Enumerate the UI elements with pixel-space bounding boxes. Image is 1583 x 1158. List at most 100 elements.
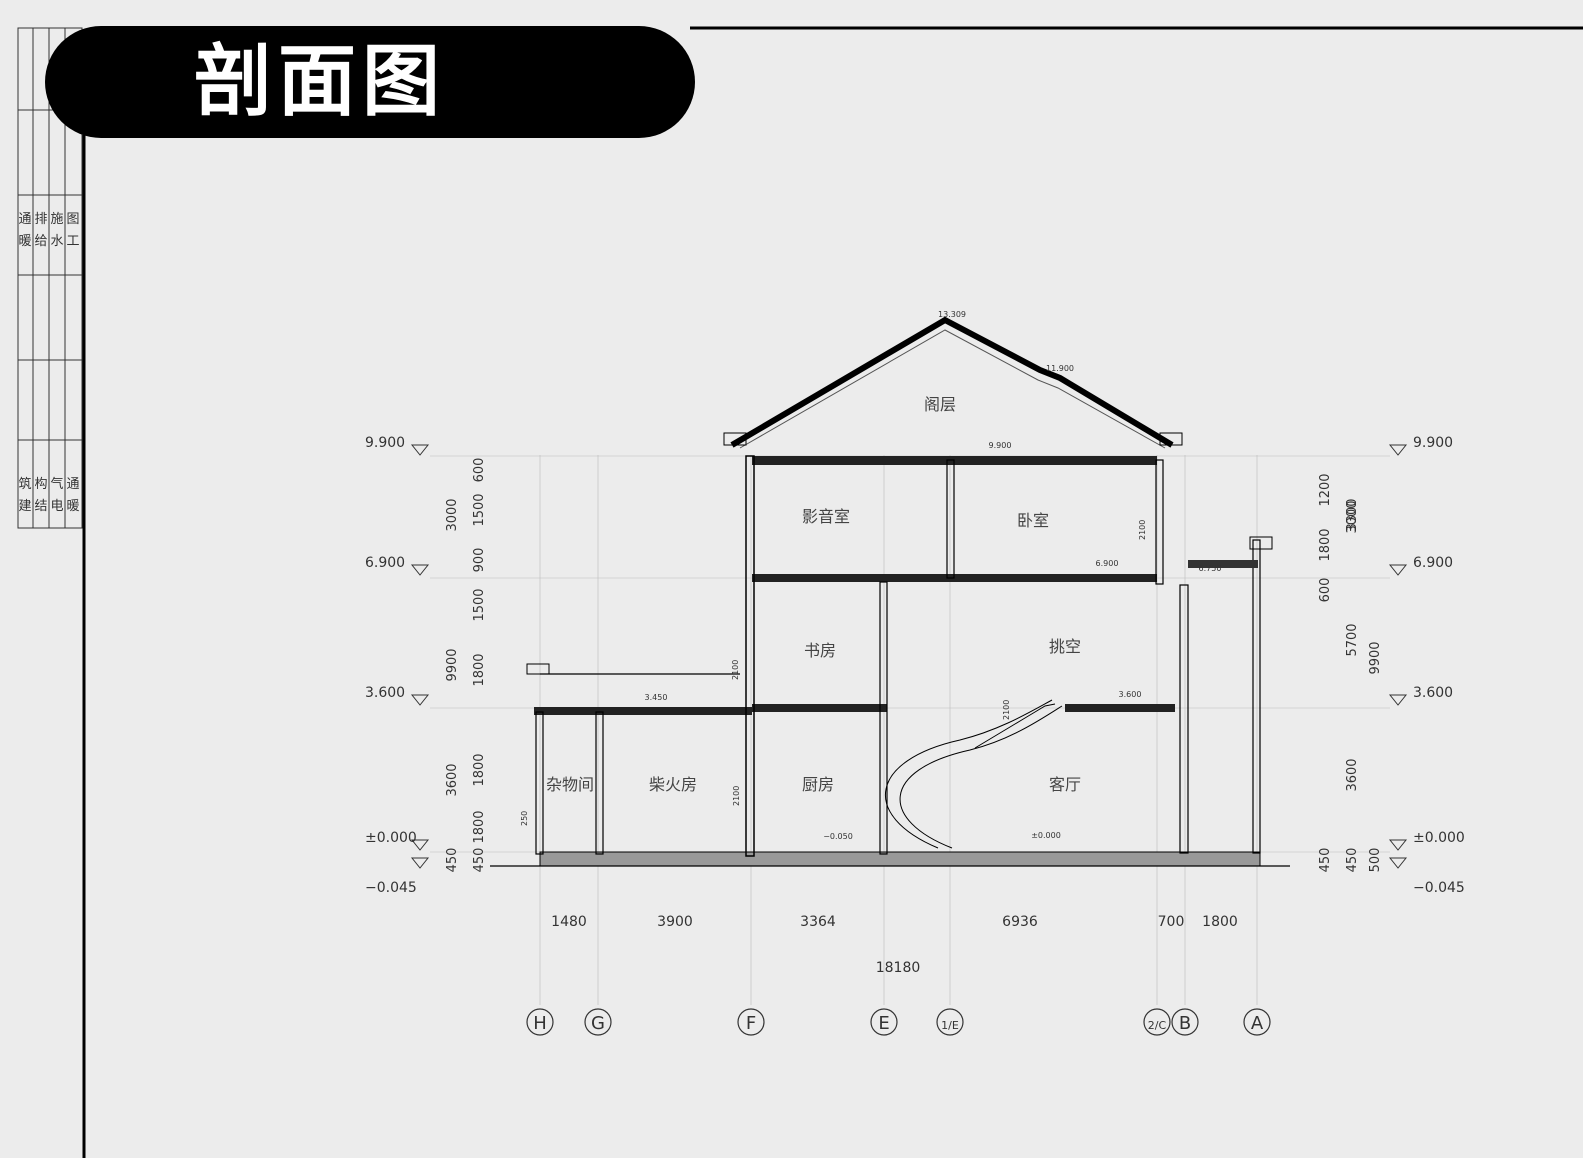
level-marks: 9.900 9.900 6.900 6.900 3.600 3.600 ±0.000 ±0.0… <box>365 435 1465 896</box>
span-label: 1480 <box>551 914 587 930</box>
level-triangle <box>1388 857 1408 869</box>
span-label: 3900 <box>657 914 693 930</box>
axis-label: A <box>1251 1013 1264 1034</box>
level-label-right: 6.900 <box>1413 555 1453 571</box>
level-triangle <box>410 444 430 456</box>
dim-right-extra: 600 <box>1318 578 1333 603</box>
side-label-char: 筑 <box>18 476 31 492</box>
room-label: 影音室 <box>802 507 850 526</box>
dim-right-inner: 450 <box>1345 848 1360 873</box>
axis-label: E <box>878 1013 889 1034</box>
dim-left-inner: 900 <box>472 548 487 573</box>
room-label: 阁层 <box>924 395 956 414</box>
level-label-left: 9.900 <box>365 435 405 451</box>
window-mark: 2100 <box>1138 520 1147 540</box>
axis-bubble <box>870 1008 898 1036</box>
wall-B <box>1179 584 1189 854</box>
level-label-left: 6.900 <box>365 555 405 571</box>
elevation-mark: −0.050 <box>823 832 853 841</box>
level-label-right: 3.600 <box>1413 685 1453 701</box>
side-label-char: 结 <box>34 499 47 514</box>
elevation-mark: 9.900 <box>989 441 1012 450</box>
elevation-mark: 6.900 <box>1096 559 1119 568</box>
window-mark: 2100 <box>732 786 741 806</box>
ground-slab <box>539 851 1261 867</box>
axis-bubble <box>526 1008 554 1036</box>
dim-right-outer: 9900 <box>1368 641 1383 674</box>
room-labels: 阁层影音室卧室书房挑空杂物间柴火房厨房客厅 <box>546 395 1081 794</box>
wall-1E <box>946 459 955 579</box>
side-label-char: 气 <box>50 476 63 492</box>
room-label: 厨房 <box>802 775 834 794</box>
level-triangle <box>1388 564 1408 576</box>
axis-label: 1/E <box>941 1019 959 1032</box>
span-label: 1800 <box>1202 914 1238 930</box>
dim-left-inner: 1800 <box>472 810 487 843</box>
span-label: 700 <box>1158 914 1185 930</box>
level-label-right: 9.900 <box>1413 435 1453 451</box>
level-triangle <box>1388 444 1408 456</box>
side-label-char: 工 <box>66 234 79 249</box>
dim-right-outer: 500 <box>1368 848 1383 873</box>
room-label: 挑空 <box>1049 637 1081 656</box>
dim-left-outer: 3000 <box>445 498 460 531</box>
side-label-char: 通 <box>18 212 31 227</box>
axis-bubble <box>584 1008 612 1036</box>
side-label-char: 水 <box>50 234 63 249</box>
side-label-char: 暖 <box>66 499 79 514</box>
level-triangle <box>1388 694 1408 706</box>
dim-left-inner: 1800 <box>472 653 487 686</box>
dim-right-inner: 3000 <box>1345 500 1360 533</box>
axis-bubble <box>1243 1008 1271 1036</box>
dim-left-inner: 1800 <box>472 753 487 786</box>
level-triangle <box>410 694 430 706</box>
axis-label: G <box>591 1013 605 1034</box>
elevation-mark: 11.900 <box>1046 364 1074 373</box>
elevation-mark: 3.600 <box>1119 690 1142 699</box>
elevation-mark: 3.450 <box>645 693 668 702</box>
building-section <box>490 316 1290 867</box>
dim-left-inner: 1500 <box>472 588 487 621</box>
level-label-right: ±0.000 <box>1413 830 1465 846</box>
slab-3600-mid <box>752 704 887 712</box>
elevation-mark: ±0.000 <box>1031 831 1061 840</box>
side-label-char: 电 <box>50 499 63 514</box>
dimensions: 450 3600 9900 3000 450 1800 1800 1800 1500 900 150… <box>445 458 1383 976</box>
room-label: 柴火房 <box>649 775 697 794</box>
dim-right-extra: 1200 <box>1318 473 1333 506</box>
axis-label: F <box>746 1013 756 1034</box>
total-span-label: 18180 <box>876 960 921 976</box>
wall-G <box>595 711 604 855</box>
roof-outline <box>730 316 1174 448</box>
wall-A <box>1252 539 1261 854</box>
level-triangle <box>410 564 430 576</box>
side-label-char: 图 <box>66 212 79 227</box>
dim-right-inner: 3600 <box>1345 758 1360 791</box>
room-label: 杂物间 <box>546 775 594 794</box>
axis-bubble <box>936 1008 964 1036</box>
dim-left-inner: 1500 <box>472 493 487 526</box>
side-label-char: 建 <box>18 499 31 514</box>
side-label-char: 通 <box>66 477 79 492</box>
dim-right-inner: 3300 <box>1345 498 1360 531</box>
axis-label: 2/C <box>1148 1019 1167 1032</box>
dim-right-extra: 450 <box>1318 848 1333 873</box>
level-label-left: −0.045 <box>365 880 417 896</box>
room-label: 客厅 <box>1049 775 1081 794</box>
dim-right-inner: 5700 <box>1345 623 1360 656</box>
wall-E <box>879 581 888 855</box>
elevation-mark: 13.309 <box>938 310 966 319</box>
dim-left-outer: 3600 <box>445 763 460 796</box>
side-label-char: 构 <box>34 477 47 492</box>
side-label-char: 暖 <box>18 234 31 249</box>
room-label: 卧室 <box>1017 511 1049 530</box>
slab-3600-left <box>534 707 752 715</box>
level-triangle <box>1388 839 1408 851</box>
slab-3600-right <box>1065 704 1175 712</box>
span-label: 6936 <box>1002 914 1038 930</box>
axis-bubble <box>1143 1008 1171 1036</box>
